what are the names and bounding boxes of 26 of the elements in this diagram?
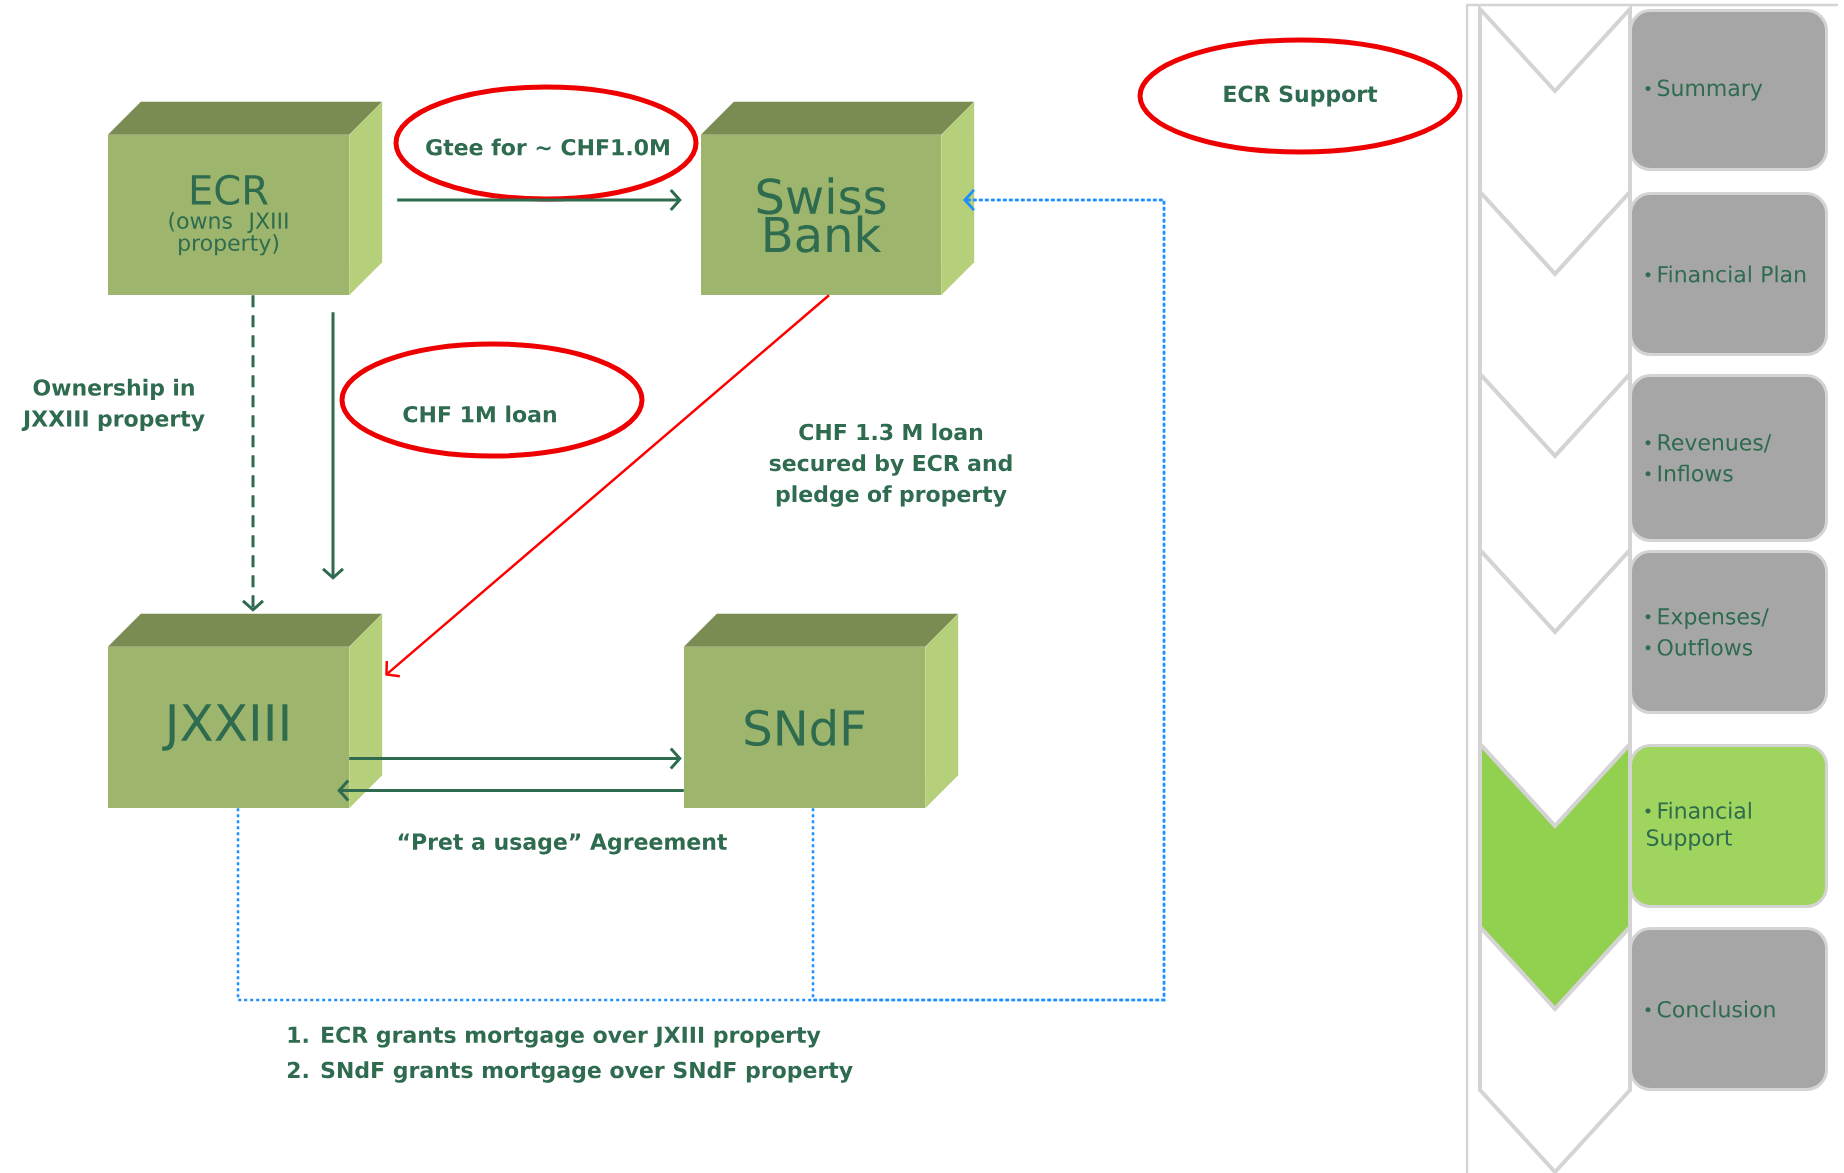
arrow <box>322 312 344 580</box>
highlight-ellipse <box>393 84 699 202</box>
section-tab: Financial Plan <box>1629 192 1828 356</box>
edge-label: Gtee for ~ CHF1.0M <box>426 138 669 156</box>
cube-box: SNdF <box>683 613 959 809</box>
numbered-note: 2. SNdF grants mortgage over SNdF property <box>287 1061 853 1083</box>
edge-label: CHF 1.3 M loan secured by ECR and pledge of property <box>769 423 1012 507</box>
section-tab: Revenues/ Inflows <box>1629 374 1828 542</box>
edge-label: “Pret a usage” Agreement <box>398 833 727 855</box>
arrow <box>397 189 682 211</box>
section-tab: Financial Support <box>1629 744 1828 908</box>
edge-label: Ownership in JXXIII property <box>21 378 205 432</box>
cube-box: JXXIII <box>107 613 383 809</box>
edge-label: CHF 1M loan <box>403 405 556 423</box>
arrow <box>337 779 684 802</box>
arrow <box>349 747 682 770</box>
section-tab: Expenses/ Outflows <box>1629 550 1828 714</box>
section-tab: Summary <box>1629 9 1828 171</box>
cube-box: ECR (owns JXIII property) <box>107 101 383 296</box>
numbered-note: 1. ECR grants mortgage over JXIII property <box>288 1026 821 1048</box>
arrow <box>385 294 830 678</box>
arrow <box>811 189 1166 1002</box>
section-tab: Conclusion <box>1629 927 1828 1091</box>
cube-box: Swiss Bank <box>700 101 975 296</box>
arrow <box>242 295 264 612</box>
highlight-ellipse <box>339 341 645 459</box>
